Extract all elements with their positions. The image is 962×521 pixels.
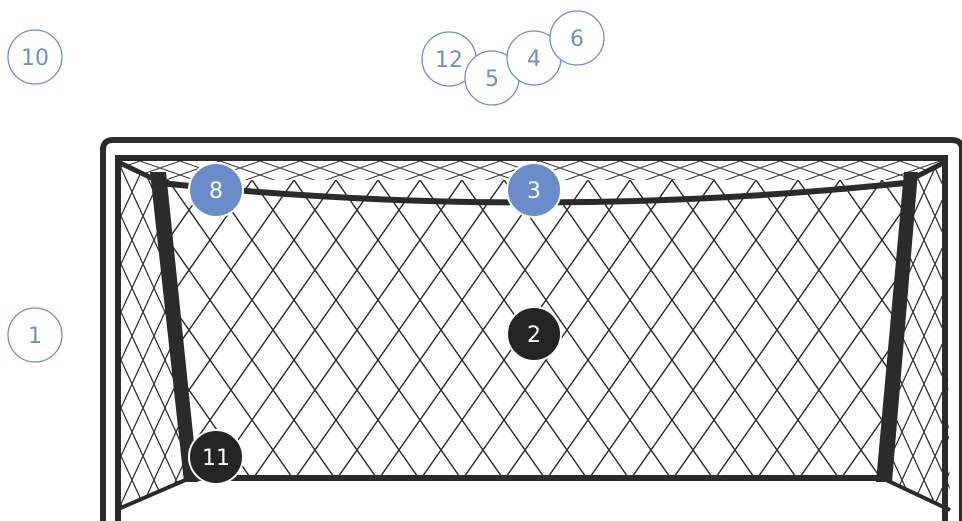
shot-marker-label: 4 — [527, 47, 541, 72]
top-right-diagonal — [904, 159, 947, 185]
back-right-post — [876, 172, 918, 482]
shot-marker-label: 8 — [209, 179, 223, 204]
shot-marker-label: 3 — [527, 179, 541, 204]
shot-marker-2: 2 — [506, 306, 562, 362]
shot-marker-label: 1 — [28, 324, 42, 349]
shot-marker-circle — [506, 162, 562, 218]
shot-marker-8: 8 — [188, 162, 244, 218]
shot-marker-label: 12 — [435, 48, 463, 73]
top-left-diagonal — [116, 159, 162, 185]
shot-marker-3: 3 — [506, 162, 562, 218]
shot-marker-circle — [549, 10, 605, 66]
shot-marker-10: 10 — [7, 29, 63, 85]
shot-marker-circle — [7, 307, 63, 363]
shot-marker-circle — [7, 29, 63, 85]
shot-marker-1: 1 — [7, 307, 63, 363]
shot-marker-circle — [506, 306, 562, 362]
front-frame-outer — [100, 137, 962, 521]
shot-marker-label: 5 — [485, 67, 499, 92]
shot-marker-6: 6 — [549, 10, 605, 66]
shot-marker-11: 11 — [188, 429, 244, 485]
shot-marker-circle — [188, 162, 244, 218]
shot-marker-circle — [188, 429, 244, 485]
bottom-right-diagonal — [881, 476, 951, 512]
shot-marker-label: 10 — [21, 46, 49, 71]
front-frame-inner — [115, 155, 948, 521]
shot-marker-label: 6 — [570, 27, 584, 52]
shot-markers: 10 1 12 5 4 6 8 3 2 11 — [7, 10, 605, 485]
back-left-post — [150, 172, 198, 482]
shot-marker-4: 4 — [506, 30, 562, 86]
shot-marker-label: 2 — [527, 323, 541, 348]
bottom-left-diagonal — [115, 476, 191, 512]
shot-marker-label: 11 — [202, 446, 230, 471]
